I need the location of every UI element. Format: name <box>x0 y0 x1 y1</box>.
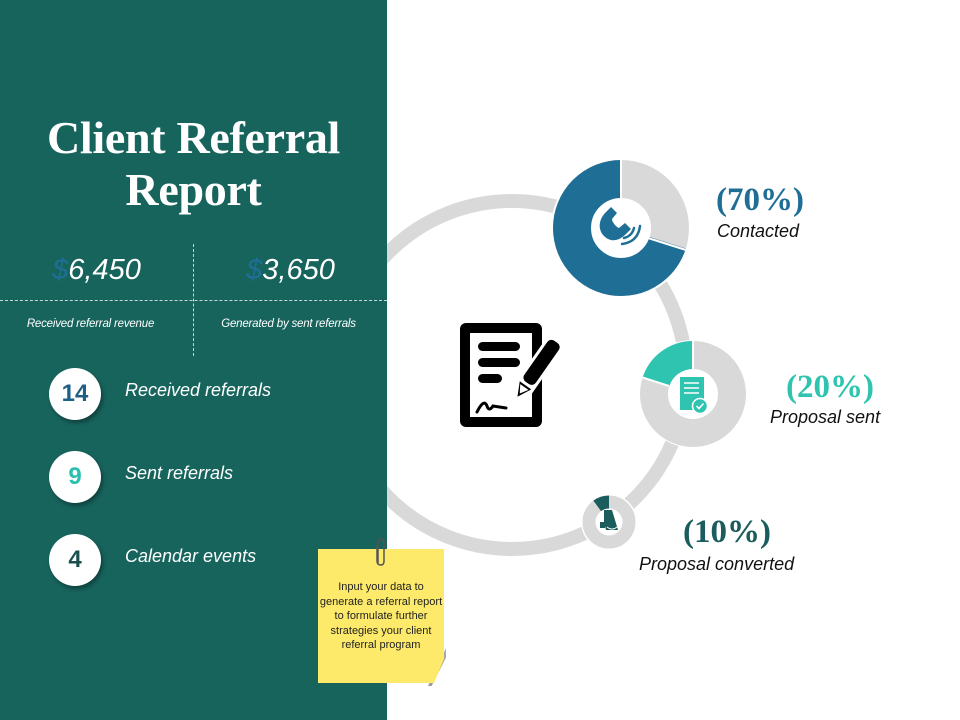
donut-proposal-converted <box>581 494 637 550</box>
stage-percent-contacted: (70%) <box>716 182 804 218</box>
title-line-1: Client Referral <box>46 112 341 163</box>
page-title: Client Referral Report <box>0 112 387 216</box>
dollar-icon: $ <box>246 254 263 286</box>
count-label: Calendar events <box>125 546 257 566</box>
stage-label-contacted: Contacted <box>717 221 800 241</box>
stage-label-proposal-converted: Proposal converted <box>639 554 795 574</box>
document-check-icon <box>680 377 709 415</box>
stat-label-received: Received referral revenue <box>26 318 155 330</box>
stat-value: 6,450 <box>68 254 141 286</box>
title-line-2: Report <box>125 164 262 215</box>
stage-percent-proposal-sent: (20%) <box>786 369 874 405</box>
count-label: Sent referrals <box>125 463 234 483</box>
count-badge: 14 <box>49 368 101 420</box>
referral-funnel-diagram <box>387 0 960 720</box>
count-sent-referrals: 9 Sent referrals <box>49 451 369 503</box>
stat-generated-revenue: $3,650 <box>194 250 387 290</box>
donut-contacted <box>551 158 691 298</box>
stat-label-generated: Generated by sent referrals <box>221 318 356 330</box>
phone-icon <box>599 207 642 246</box>
stats-divider-horizontal <box>0 300 387 301</box>
stage-label-proposal-sent: Proposal sent <box>770 407 881 427</box>
sticky-note <box>318 549 444 683</box>
handshake-icon <box>600 510 618 530</box>
stat-received-revenue: $6,450 <box>0 250 193 290</box>
count-received-referrals: 14 Received referrals <box>49 368 369 420</box>
count-badge: 4 <box>49 534 101 586</box>
dollar-icon: $ <box>52 254 69 286</box>
paperclip-icon <box>376 538 385 566</box>
count-calendar-events: 4 Calendar events <box>49 534 369 586</box>
sticky-note-text: Input your data to generate a referral r… <box>319 581 443 651</box>
stat-value: 3,650 <box>262 254 335 286</box>
stage-percent-proposal-converted: (10%) <box>683 514 771 550</box>
signed-contract-icon <box>460 323 566 427</box>
count-label: Received referrals <box>125 380 272 400</box>
count-badge: 9 <box>49 451 101 503</box>
donut-proposal-sent <box>639 340 747 448</box>
